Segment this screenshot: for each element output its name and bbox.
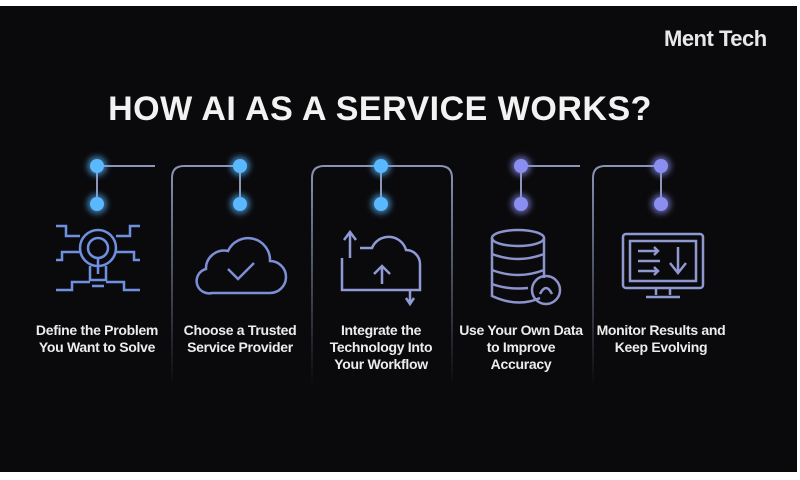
- cloud-check-icon: [195, 236, 288, 295]
- step-2-top-node: [233, 159, 247, 173]
- monitor-icon: [621, 232, 705, 299]
- infographic: Ment Tech HOW AI AS A SERVICE WORKS?: [0, 6, 797, 472]
- cloud-upload-integration-icon: [340, 229, 422, 307]
- step-4-bottom-node: [514, 197, 528, 211]
- step-4-top-node: [514, 159, 528, 173]
- lightbulb-circuit-icon: [56, 224, 140, 292]
- step-1-label: Define the Problem You Want to Solve: [35, 322, 159, 355]
- step-2-label: Choose a Trusted Service Provider: [183, 322, 297, 355]
- step-5-top-node: [654, 159, 668, 173]
- step-3-top-node: [374, 159, 388, 173]
- step-5-label: Monitor Results and Keep Evolving: [596, 322, 726, 355]
- step-5-bottom-node: [654, 197, 668, 211]
- step-4-label: Use Your Own Data to Improve Accuracy: [459, 322, 583, 372]
- step-1-bottom-node: [90, 197, 104, 211]
- step-3-label: Integrate the Technology Into Your Workf…: [329, 322, 433, 372]
- database-icon: [490, 228, 562, 306]
- brand-logo: Ment Tech: [664, 26, 767, 51]
- step-1-top-node: [90, 159, 104, 173]
- connector-lines: [87, 156, 671, 386]
- step-2-bottom-node: [233, 197, 247, 211]
- step-3-bottom-node: [374, 197, 388, 211]
- page-title: HOW AI AS A SERVICE WORKS?: [108, 90, 652, 128]
